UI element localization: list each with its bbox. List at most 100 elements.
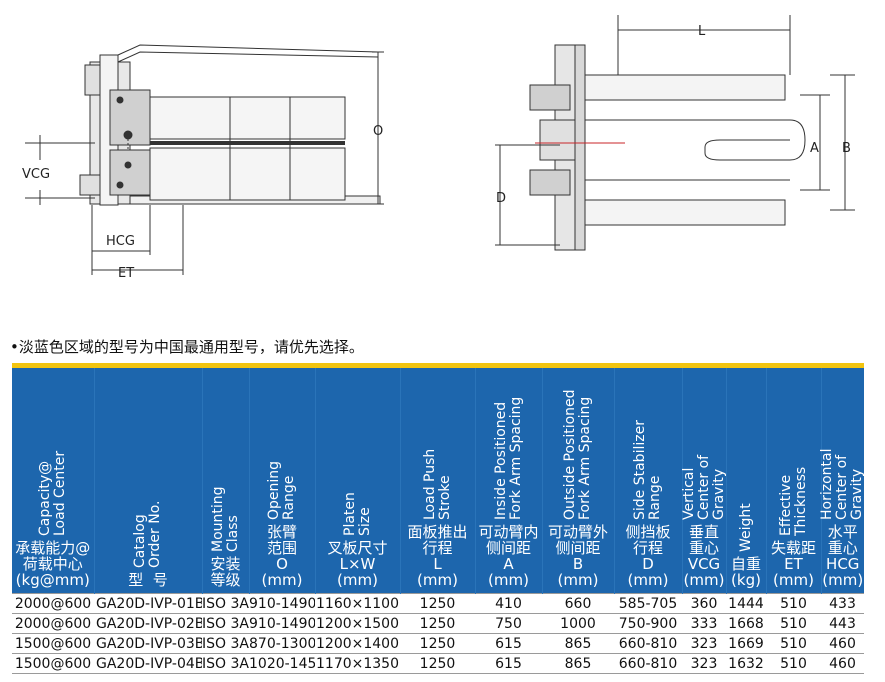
table-cell: 323 — [682, 633, 726, 654]
column-header-symbol: HCG (mm) — [822, 555, 864, 589]
table-cell: 2000@600 — [12, 613, 94, 634]
column-header-zh: 垂直 重心 — [688, 523, 719, 557]
table-cell: 460 — [821, 633, 864, 654]
column-header-zh: 失载距 ET — [770, 539, 816, 573]
column-header-symbol: O (mm) — [261, 555, 303, 589]
table-cell: 585-705 — [614, 593, 682, 614]
a-dim-label: A — [810, 141, 819, 156]
column-header: Catalog Order No. 型 号 — [94, 368, 203, 594]
column-header-symbol: D (mm) — [627, 555, 669, 589]
column-header-symbol: (kg@mm) — [15, 571, 90, 589]
table-cell: 660-810 — [614, 653, 682, 674]
column-header-en-wrap: Side Stabilizer Range — [615, 380, 682, 520]
et-dim-label: ET — [118, 266, 134, 281]
column-header-en: Horizontal Center of Gravity — [819, 448, 866, 520]
column-header-symbol: B (mm) — [557, 555, 599, 589]
recommendation-note: •淡蓝色区域的型号为中国最通用型号，请优先选择。 — [10, 338, 364, 356]
technical-drawings: O VCG HCG ET — [0, 0, 885, 320]
column-header-zh: 可动臂外 侧间距 — [547, 523, 608, 557]
column-header-en-wrap: Weight — [727, 412, 766, 552]
hcg-dim-label: HCG — [106, 234, 135, 249]
table-cell: 433 — [821, 593, 864, 614]
vcg-dim-label: VCG — [22, 167, 50, 182]
table-cell: 1200×1400 — [315, 633, 400, 654]
table-cell: 615 — [475, 653, 542, 674]
column-header-en-wrap: Outside Positioned Fork Arm Spacing — [543, 380, 614, 520]
table-cell: GA20D-IVP-04B — [94, 653, 202, 674]
table-cell: 910-1490 — [249, 613, 315, 634]
table-cell: ISO 3A — [202, 633, 249, 654]
column-header-zh: 侧挡板 行程 — [625, 523, 671, 557]
column-header-en-wrap: Effective Thickness — [767, 396, 821, 536]
table-cell: 1669 — [726, 633, 766, 654]
column-header-en: Effective Thickness — [777, 466, 809, 536]
column-header-en: Side Stabilizer Range — [632, 420, 663, 520]
column-header-en-wrap: Capacity@ Load Center — [12, 396, 94, 536]
table-cell: 1250 — [400, 613, 475, 634]
column-header-en-wrap: Opening Range — [250, 380, 315, 520]
column-header-en: Inside Positioned Fork Arm Spacing — [492, 396, 524, 520]
table-cell: 333 — [682, 613, 726, 634]
table-cell: 2000@600 — [12, 593, 94, 614]
table-cell: 510 — [766, 613, 821, 634]
column-header-zh: 型 号 — [128, 571, 168, 589]
table-cell: 410 — [475, 593, 542, 614]
table-cell: 443 — [821, 613, 864, 634]
column-header-zh: 水平 重心 — [827, 523, 858, 557]
table-cell: ISO 3A — [202, 613, 249, 634]
column-header-en: Load Push Stroke — [421, 448, 453, 520]
table-cell: 750 — [475, 613, 542, 634]
column-header-zh: 叉板尺寸 — [327, 539, 388, 557]
table-cell: 360 — [682, 593, 726, 614]
column-header-en: Opening Range — [266, 460, 297, 520]
table-cell: 1000 — [542, 613, 614, 634]
column-header-symbol: VCG (mm) — [683, 555, 725, 589]
l-dim-label: L — [698, 24, 706, 39]
table-cell: 1250 — [400, 593, 475, 614]
table-cell: 1632 — [726, 653, 766, 674]
column-header-en-wrap: Catalog Order No. — [95, 428, 202, 568]
column-header-en-wrap: Mounting Class — [203, 412, 249, 552]
table-cell: ISO 3A — [202, 653, 249, 674]
table-cell: 750-900 — [614, 613, 682, 634]
table-cell: 1500@600 — [12, 653, 94, 674]
table-cell: 615 — [475, 633, 542, 654]
table-cell: 1160×1100 — [315, 593, 400, 614]
table-cell: 510 — [766, 633, 821, 654]
table-cell: ISO 3A — [202, 593, 249, 614]
column-header-symbol: (mm) — [773, 571, 814, 589]
column-header-en: Vertical Center of Gravity — [680, 454, 727, 520]
left-side-view-drawing — [25, 44, 384, 275]
table-cell: 660 — [542, 593, 614, 614]
table-cell: 1020-1450 — [249, 653, 315, 674]
column-header-en: Platen Size — [341, 492, 373, 536]
table-cell: 865 — [542, 653, 614, 674]
table-cell: GA20D-IVP-03B — [94, 633, 202, 654]
table-cell: 870-1300 — [249, 633, 315, 654]
column-header-en-wrap: Inside Positioned Fork Arm Spacing — [476, 380, 542, 520]
column-header-en-wrap: Platen Size — [316, 396, 400, 536]
column-header-symbol: L (mm) — [417, 555, 458, 589]
column-header-en-wrap: Horizontal Center of Gravity — [819, 380, 866, 520]
column-header-zh: 安装 等级 — [210, 555, 241, 589]
column-header-en-wrap: Load Push Stroke — [401, 380, 475, 520]
d-dim-label: D — [496, 191, 506, 206]
opening-dim-label: O — [373, 124, 383, 139]
table-cell: 910-1490 — [249, 593, 315, 614]
table-cell: 1250 — [400, 633, 475, 654]
